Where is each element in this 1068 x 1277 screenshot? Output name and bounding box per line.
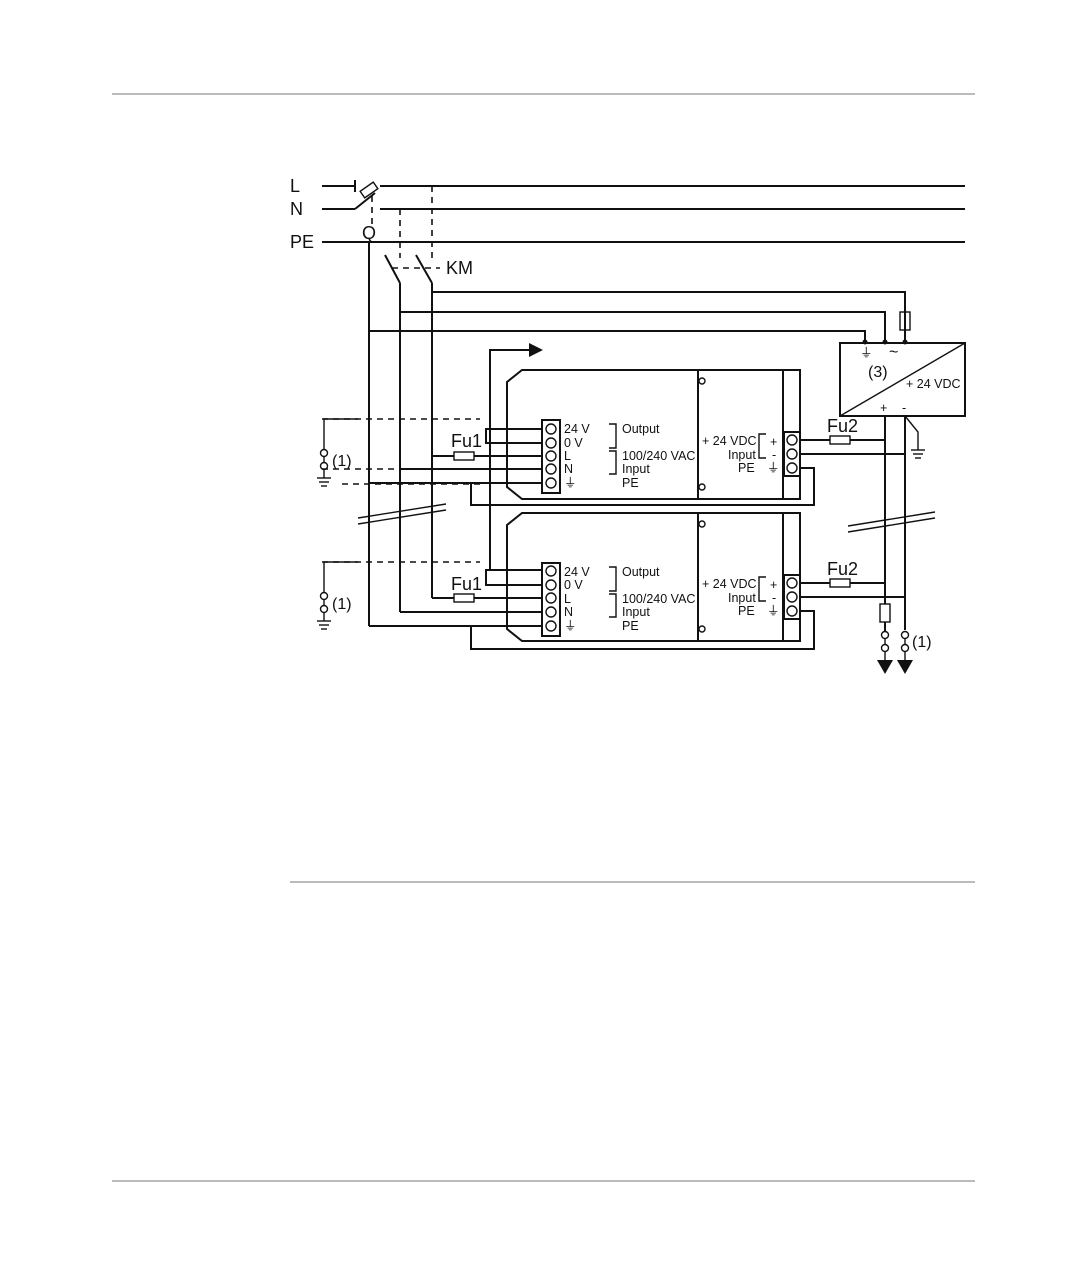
svg-text:100/240 VAC: 100/240 VAC xyxy=(622,592,695,606)
psu-2-wiring: Fu1 Fu2 xyxy=(322,559,905,650)
svg-text:⏚: ⏚ xyxy=(860,346,873,360)
bus-lines xyxy=(322,180,965,243)
svg-text:+: + xyxy=(770,435,777,449)
contactor-km xyxy=(368,186,440,626)
svg-text:PE: PE xyxy=(738,604,755,618)
ground-note-3: (1) xyxy=(912,634,932,651)
module3-plus: + xyxy=(880,401,887,415)
svg-text:N: N xyxy=(564,605,573,619)
module3-output: + 24 VDC xyxy=(906,377,961,391)
svg-text:24 V: 24 V xyxy=(564,565,590,579)
fuse-fu2-b: Fu2 xyxy=(827,559,858,579)
fuse-fu1-a: Fu1 xyxy=(451,431,482,451)
svg-text:0 V: 0 V xyxy=(564,436,583,450)
svg-text:⏚: ⏚ xyxy=(564,476,577,490)
breaker-label: Q xyxy=(362,223,376,243)
svg-text:⏚: ⏚ xyxy=(767,604,780,618)
psu-1: 24 V 0 V L N ⏚ Output 100/240 VAC Input … xyxy=(506,369,801,500)
ground-1: (1) xyxy=(317,418,358,487)
svg-text:PE: PE xyxy=(622,476,639,490)
dc-rails: (1) xyxy=(847,415,936,674)
contactor-label: KM xyxy=(446,258,473,278)
svg-text:Input: Input xyxy=(622,605,650,619)
svg-text:+ 24 VDC: + 24 VDC xyxy=(702,434,757,448)
module3-tag: (3) xyxy=(868,364,888,381)
ground-2: (1) xyxy=(317,561,358,630)
svg-text:100/240 VAC: 100/240 VAC xyxy=(622,449,695,463)
svg-text:(1): (1) xyxy=(332,596,352,613)
svg-text:(1): (1) xyxy=(332,453,352,470)
svg-text:Input: Input xyxy=(728,448,756,462)
svg-text:⏚: ⏚ xyxy=(564,619,577,633)
module3-feeds xyxy=(369,291,911,345)
svg-text:+: + xyxy=(770,578,777,592)
module-3: ⏚ ~ (3) + 24 VDC + - xyxy=(839,342,966,417)
module3-minus: - xyxy=(902,401,906,415)
svg-text:PE: PE xyxy=(622,619,639,633)
bus-L-label: L xyxy=(290,176,300,196)
psu-1-wiring: Fu1 Fu2 xyxy=(322,416,905,506)
svg-text:⏚: ⏚ xyxy=(767,461,780,475)
svg-text:~: ~ xyxy=(889,344,898,361)
bus-N-label: N xyxy=(290,199,303,219)
svg-text:L: L xyxy=(564,449,571,463)
bus-PE-label: PE xyxy=(290,232,314,252)
fuse-fu2-a: Fu2 xyxy=(827,416,858,436)
svg-text:-: - xyxy=(772,591,776,605)
svg-text:+ 24 VDC: + 24 VDC xyxy=(702,577,757,591)
svg-text:Output: Output xyxy=(622,565,660,579)
svg-text:Output: Output xyxy=(622,422,660,436)
svg-text:-: - xyxy=(772,448,776,462)
svg-text:Input: Input xyxy=(728,591,756,605)
fuse-fu1-b: Fu1 xyxy=(451,574,482,594)
svg-text:N: N xyxy=(564,462,573,476)
svg-text:0 V: 0 V xyxy=(564,578,583,592)
svg-text:L: L xyxy=(564,592,571,606)
psu-2: 24 V 0 V L N ⏚ Output 100/240 VAC Input … xyxy=(506,512,801,642)
svg-text:24 V: 24 V xyxy=(564,422,590,436)
svg-text:Input: Input xyxy=(622,462,650,476)
svg-text:PE: PE xyxy=(738,461,755,475)
